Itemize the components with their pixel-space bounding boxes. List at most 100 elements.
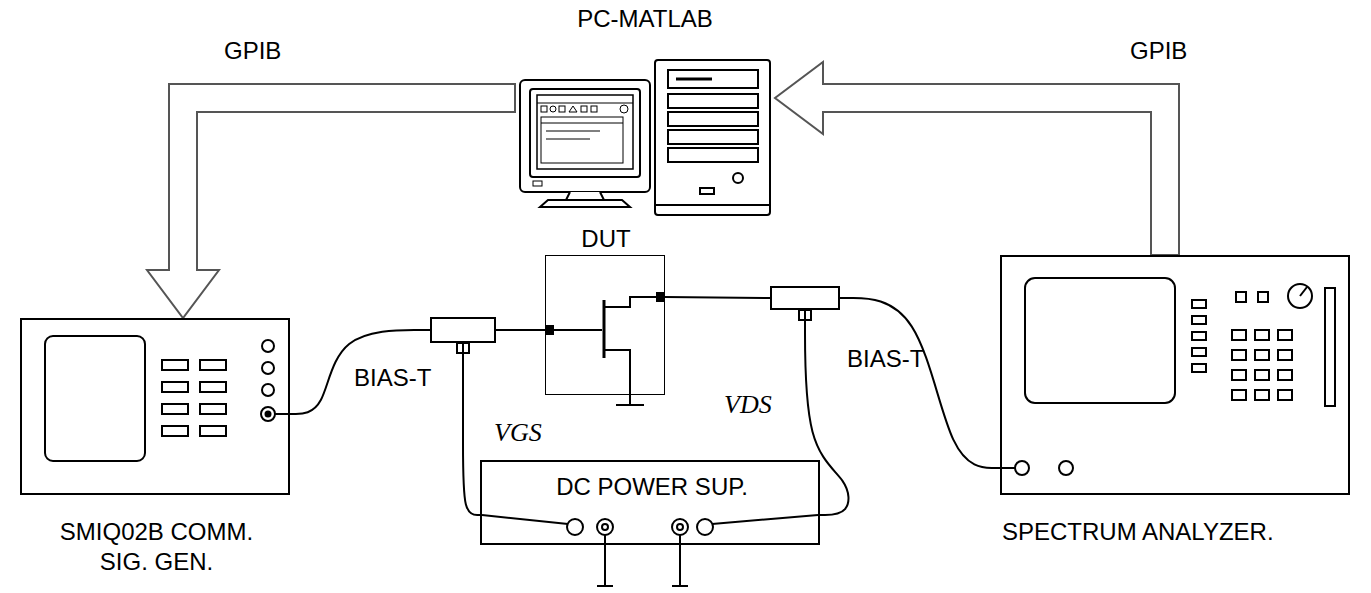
spectrum-analyzer-panel	[1300, 287, 1307, 296]
component-label: BIAS-T	[847, 344, 924, 374]
spectrum-analyzer-panel	[1192, 348, 1206, 356]
bias-tee: BIAS-T	[430, 317, 496, 343]
gpib-bus-arrow	[775, 62, 1179, 255]
spectrum-analyzer-panel	[1325, 288, 1335, 406]
device-label: SMIQ02B COMM. SIG. GEN.	[54, 517, 259, 577]
device-label: SPECTRUM ANALYZER.	[1002, 517, 1274, 547]
spectrum-analyzer-panel	[1232, 330, 1246, 340]
spectrum-analyzer-panel	[1192, 332, 1206, 340]
device-label: PC-MATLAB	[515, 4, 775, 34]
power-supply-terminals	[482, 515, 818, 586]
power-supply-terminals	[712, 515, 818, 524]
gpib-bus-arrow	[147, 84, 515, 318]
computer-monitor	[541, 117, 623, 163]
spectrum-analyzer-panel	[1015, 461, 1029, 475]
coax-cable	[496, 329, 545, 331]
computer-tower	[668, 94, 758, 108]
computer-tower	[655, 204, 770, 206]
signal-generator-panel	[200, 360, 226, 370]
signal-generator-panel	[275, 413, 289, 415]
coax-cable	[840, 298, 1000, 468]
signal-generator-panel	[262, 384, 274, 396]
spectrum-analyzer-panel	[1278, 330, 1292, 340]
dc-power-supply: DC POWER SUP.	[480, 460, 820, 545]
computer-tower	[668, 130, 758, 144]
device-under-test: DUT	[545, 255, 665, 395]
component-label: BIAS-T	[354, 363, 431, 393]
computer-monitor	[591, 106, 597, 112]
computer-tower	[655, 60, 770, 215]
computer-monitor	[530, 89, 640, 177]
device-label: DC POWER SUP.	[482, 472, 822, 502]
computer-monitor	[569, 106, 577, 112]
signal-generator-panel	[262, 340, 274, 352]
computer-tower	[668, 112, 758, 126]
voltage-label: VDS	[722, 390, 774, 420]
spectrum-analyzer-panel	[1232, 370, 1246, 380]
coax-cable	[463, 343, 480, 515]
signal-generator-panel	[200, 426, 226, 436]
spectrum-analyzer-panel	[1255, 350, 1269, 360]
signal-generator-panel	[45, 336, 145, 461]
coax-cable	[665, 297, 770, 298]
signal-generator-panel	[262, 362, 274, 374]
computer-monitor	[546, 131, 600, 132]
computer: PC-MATLAB	[515, 55, 775, 215]
power-supply-terminals	[672, 585, 688, 587]
spectrum-analyzer-panel	[1236, 292, 1246, 302]
signal-generator-panel	[162, 426, 188, 436]
computer-tower	[668, 148, 758, 162]
power-supply-terminals	[697, 519, 713, 535]
computer-tower	[655, 60, 770, 215]
transistor-symbol	[605, 350, 630, 405]
signal-generator-panel	[266, 412, 271, 417]
spectrum-analyzer-panel	[1288, 284, 1312, 308]
computer-tower	[700, 188, 714, 194]
spectrum-analyzer-panel	[1232, 390, 1246, 400]
power-supply-terminals	[672, 519, 688, 535]
spectrum-analyzer-panel	[1002, 467, 1015, 469]
computer-monitor	[520, 80, 650, 207]
signal-generator-panel	[261, 407, 275, 421]
spectrum-analyzer-panel	[1232, 350, 1246, 360]
spectrum-analyzer-panel	[1258, 292, 1268, 302]
computer-monitor	[550, 106, 556, 112]
spectrum-analyzer-panel	[1278, 370, 1292, 380]
component-label: DUT	[546, 224, 666, 254]
bus-label: GPIB	[222, 36, 283, 66]
computer-tower	[676, 78, 712, 81]
signal-generator-panel	[200, 382, 226, 392]
coax-cable	[805, 310, 848, 515]
computer-monitor	[581, 106, 587, 112]
power-supply-terminals	[677, 524, 683, 530]
signal-generator-panel	[162, 404, 188, 414]
bias-tee-stub	[457, 310, 811, 353]
computer-tower	[668, 70, 758, 88]
transistor-symbol	[547, 329, 602, 331]
bus-label: GPIB	[1128, 36, 1189, 66]
transistor-symbol	[657, 293, 663, 301]
spectrum-analyzer-panel	[1059, 461, 1073, 475]
computer-monitor	[537, 103, 633, 104]
spectrum-analyzer-panel	[1255, 370, 1269, 380]
power-supply-terminals	[597, 585, 613, 587]
computer-monitor	[540, 200, 630, 207]
signal-generator-panel	[45, 336, 289, 461]
computer-monitor	[533, 181, 542, 186]
spectrum-analyzer-panel	[1192, 316, 1206, 324]
signal-generator-panel	[162, 360, 188, 370]
power-supply-terminals	[679, 535, 681, 586]
computer-monitor	[546, 139, 590, 140]
power-supply-terminals	[602, 524, 608, 530]
spectrum-analyzer: SPECTRUM ANALYZER.	[1000, 255, 1350, 495]
computer-tower	[733, 173, 743, 183]
bias-tee: BIAS-T	[770, 286, 840, 310]
spectrum-analyzer-panel	[1002, 278, 1335, 475]
transistor-symbol	[547, 293, 663, 405]
computer-monitor	[520, 80, 650, 192]
computer-monitor	[537, 95, 633, 169]
signal-generator: SMIQ02B COMM. SIG. GEN.	[20, 318, 290, 495]
power-supply-terminals	[482, 515, 568, 524]
